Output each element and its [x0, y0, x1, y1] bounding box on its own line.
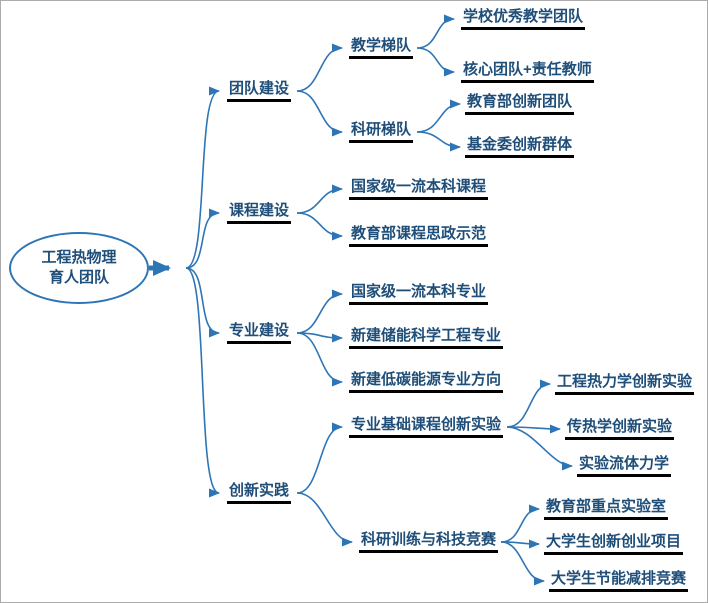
- node-national-first-class-course: 国家级一流本科课程: [349, 178, 489, 201]
- team-building-to-teaching-team: [296, 43, 343, 92]
- root-label-line2: 育人团队: [48, 269, 109, 286]
- major-to-national-major: [296, 289, 343, 334]
- node-research-training-competition: 科研训练与科技竞赛: [359, 531, 499, 554]
- research-training-to-key-lab: [500, 504, 540, 543]
- root-to-innovation: [185, 267, 220, 498]
- root-to-team-building: [185, 86, 220, 269]
- basic-experiment-to-fluid: [506, 426, 573, 471]
- node-innovation-practice: 创新实践: [227, 482, 292, 505]
- node-teaching-team: 教学梯队: [349, 37, 414, 60]
- major-to-low-carbon: [296, 332, 343, 387]
- node-moe-key-laboratory: 教育部重点实验室: [544, 498, 669, 521]
- node-school-excellent-teaching-team: 学校优秀教学团队: [461, 8, 586, 31]
- teaching-team-to-core-team: [416, 47, 455, 77]
- teaching-team-to-school-excellent: [416, 14, 455, 49]
- innovation-to-basic-experiment: [296, 422, 343, 494]
- course-to-national-course: [296, 184, 343, 214]
- node-nsfc-innovation-group: 基金委创新群体: [465, 136, 575, 159]
- innovation-to-research-training: [296, 492, 353, 547]
- basic-experiment-to-thermodynamics: [506, 379, 551, 428]
- research-training-to-energy-saving: [500, 541, 545, 586]
- course-to-ideological-demo: [296, 212, 343, 241]
- node-new-low-carbon-energy-direction: 新建低碳能源专业方向: [349, 371, 504, 394]
- research-team-to-moe-innovation: [416, 99, 461, 133]
- node-moe-innovation-team: 教育部创新团队: [465, 93, 575, 116]
- node-moe-ideological-demo-course: 教育部课程思政示范: [349, 225, 489, 248]
- node-research-team: 科研梯队: [349, 121, 414, 144]
- node-student-innovation-project: 大学生创新创业项目: [544, 533, 684, 556]
- node-engineering-thermodynamics-experiment: 工程热力学创新实验: [555, 373, 695, 396]
- root-to-major: [185, 267, 220, 338]
- node-course-construction: 课程建设: [227, 202, 292, 225]
- node-national-first-class-major: 国家级一流本科专业: [349, 283, 489, 306]
- root-label-line1: 工程热物理: [41, 248, 117, 266]
- node-basic-course-innovation-experiment: 专业基础课程创新实验: [349, 416, 504, 439]
- node-energy-saving-competition: 大学生节能减排竞赛: [549, 570, 689, 593]
- team-building-to-research-team: [296, 90, 343, 137]
- node-heat-transfer-experiment: 传热学创新实验: [565, 418, 675, 441]
- root-node: 工程热物理 育人团队: [9, 232, 149, 304]
- node-major-construction: 专业建设: [227, 322, 292, 345]
- node-experimental-fluid-mechanics: 实验流体力学: [577, 455, 672, 478]
- node-new-energy-storage-major: 新建储能科学工程专业: [349, 327, 504, 350]
- node-core-team-responsible-teachers: 核心团队+责任教师: [461, 61, 594, 84]
- research-team-to-nsfc-group: [416, 131, 461, 152]
- root-to-course: [185, 208, 220, 269]
- node-team-building: 团队建设: [227, 80, 292, 103]
